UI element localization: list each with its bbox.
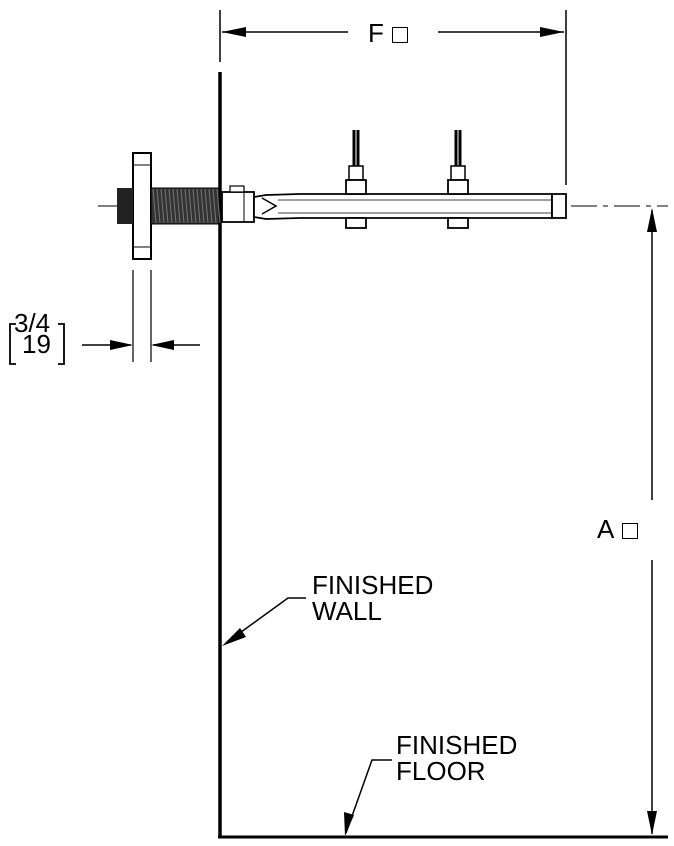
thread-knurl-pattern xyxy=(152,188,221,224)
thread-mark xyxy=(196,188,201,224)
finished-wall-label: FINISHED WALL xyxy=(312,572,433,624)
finished-floor-line1: FINISHED xyxy=(396,730,518,760)
thread-mark xyxy=(156,188,161,224)
a-dimension-line xyxy=(647,208,657,835)
finished-floor-line2: FLOOR xyxy=(396,756,486,786)
flange-thickness-dimension xyxy=(82,270,200,362)
thread-mark xyxy=(192,188,197,224)
thread-mark xyxy=(204,188,209,224)
thread-mark xyxy=(168,188,173,224)
thread-mark xyxy=(152,188,157,224)
thread-mark xyxy=(216,188,221,224)
support-arm xyxy=(253,193,567,220)
finished-floor-label: FINISHED FLOOR xyxy=(396,732,517,784)
finished-wall-line2: WALL xyxy=(312,596,382,626)
thread-mark xyxy=(212,188,217,224)
wall-collar xyxy=(221,185,255,223)
thread-mark xyxy=(176,188,181,224)
f-dimension-line xyxy=(222,27,564,37)
square-symbol-icon xyxy=(391,27,408,43)
metric-brackets xyxy=(9,323,65,365)
dim-mm-text: 19 xyxy=(22,329,51,359)
floor-leader xyxy=(344,759,392,836)
dim-inch-label: 3/4 xyxy=(14,310,50,336)
dim-f-label: F xyxy=(368,20,408,46)
dim-a-text: A xyxy=(597,514,615,544)
dim-f-text: F xyxy=(368,18,384,48)
finished-wall-line1: FINISHED xyxy=(312,570,434,600)
stud-right xyxy=(447,130,469,229)
thread-mark xyxy=(164,188,169,224)
thread-mark xyxy=(172,188,177,224)
stud-left xyxy=(345,130,367,229)
square-symbol-icon xyxy=(622,523,639,539)
wall-flange xyxy=(132,152,152,260)
thread-mark xyxy=(208,188,213,224)
thread-mark xyxy=(184,188,189,224)
thread-mark xyxy=(160,188,165,224)
dim-a-label: A xyxy=(597,514,639,544)
wall-leader xyxy=(222,597,306,646)
dim-mm-label: 19 xyxy=(22,331,51,357)
thread-mark xyxy=(200,188,205,224)
thread-mark xyxy=(180,188,185,224)
dim-inch-text: 3/4 xyxy=(14,308,51,338)
thread-mark xyxy=(188,188,193,224)
